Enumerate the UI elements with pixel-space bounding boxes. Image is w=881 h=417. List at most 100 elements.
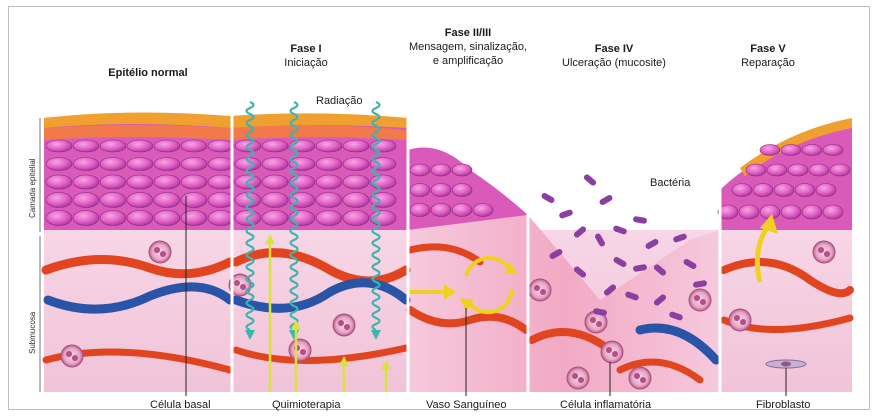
epithelial-cell xyxy=(753,184,773,197)
epithelial-cell xyxy=(410,204,430,217)
epithelial-cell xyxy=(781,145,801,156)
phase-subtitle: Reparação xyxy=(688,56,848,70)
inflammatory-cell xyxy=(689,289,711,311)
blood-vessel-label: Vaso Sanguíneo xyxy=(426,399,507,411)
epithelial-cell xyxy=(208,193,234,208)
epithelial-cell xyxy=(181,211,207,226)
epithelial-cell xyxy=(431,204,451,217)
epithelial-cell xyxy=(154,175,180,189)
epithelial-cell xyxy=(343,193,369,208)
epithelial-cell xyxy=(781,205,801,219)
epithelial-cell xyxy=(208,211,234,226)
epithelial-cell xyxy=(431,164,451,176)
epithelial-cell xyxy=(316,158,342,171)
epithelial-cell xyxy=(100,158,126,171)
epithelial-cell xyxy=(262,158,288,171)
chemotherapy-label: Quimioterapia xyxy=(272,399,340,411)
inflammatory-cell-label: Célula inflamatória xyxy=(560,399,651,411)
inflammatory-cell xyxy=(601,341,623,363)
basal-cell-label: Célula basal xyxy=(150,399,211,411)
epithelial-cell xyxy=(774,184,794,197)
epithelial-cell xyxy=(316,193,342,208)
epithelial-cell xyxy=(181,175,207,189)
epithelial-cell xyxy=(46,193,72,208)
phase-header-normal: Epitélio normal xyxy=(68,66,228,80)
inflammatory-cell xyxy=(149,241,171,263)
phase-header-2-3: Fase II/III Mensagem, sinalização, e amp… xyxy=(388,26,548,68)
phase-subtitle: Iniciação xyxy=(226,56,386,70)
bacterium xyxy=(598,194,613,206)
epithelial-cell xyxy=(181,158,207,171)
epithelial-cell xyxy=(262,211,288,226)
epithelial-cell xyxy=(73,211,99,226)
epithelial-cell xyxy=(127,193,153,208)
epithelial-cell xyxy=(181,193,207,208)
epithelial-cell xyxy=(289,211,315,226)
inflammatory-cell xyxy=(567,367,589,389)
epithelial-cell xyxy=(452,184,472,197)
epithelial-cell xyxy=(46,140,72,152)
phase-subtitle-2: e amplificação xyxy=(388,54,548,68)
epithelial-cell xyxy=(208,158,234,171)
epithelial-cell xyxy=(343,140,369,152)
epithelial-cell xyxy=(410,164,430,176)
epithelial-layer-side-label: Camada epitelial xyxy=(28,158,37,218)
epithelial-cell xyxy=(452,164,472,176)
phase-subtitle: Mensagem, sinalização, xyxy=(388,40,548,54)
epithelial-cell xyxy=(767,164,787,176)
bacterium xyxy=(633,216,648,224)
phase-title: Fase II/III xyxy=(388,26,548,40)
inflammatory-cell xyxy=(333,314,355,336)
radiation-label: Radiação xyxy=(316,95,362,107)
epithelial-cell xyxy=(316,175,342,189)
bacteria-label: Bactéria xyxy=(650,177,690,189)
epithelial-cell xyxy=(760,145,780,156)
epithelial-cell xyxy=(73,193,99,208)
epithelial-cell xyxy=(431,184,451,197)
inflammatory-cell xyxy=(629,367,651,389)
inflammatory-cell xyxy=(729,309,751,331)
phase-title: Fase IV xyxy=(534,42,694,56)
epithelial-cell xyxy=(410,184,430,197)
epithelial-cell xyxy=(732,184,752,197)
inflammatory-cell xyxy=(529,279,551,301)
inflammatory-cell xyxy=(289,339,311,361)
epithelial-cell xyxy=(795,184,815,197)
phase-header-5: Fase V Reparação xyxy=(688,42,848,70)
phase-subtitle: Ulceração (mucosite) xyxy=(534,56,694,70)
epithelial-cell xyxy=(316,211,342,226)
epithelial-cell xyxy=(127,158,153,171)
epithelial-cell xyxy=(452,204,472,217)
epithelial-cell xyxy=(343,158,369,171)
epithelial-cell xyxy=(73,140,99,152)
inflammatory-cell xyxy=(813,241,835,263)
epithelial-cell xyxy=(823,205,843,219)
phase-title: Fase I xyxy=(226,42,386,56)
epithelial-cell xyxy=(343,175,369,189)
epithelial-cell xyxy=(809,164,829,176)
epithelial-cell xyxy=(739,205,759,219)
epithelial-cell xyxy=(830,164,850,176)
bacterium xyxy=(540,192,555,204)
epithelial-cell xyxy=(823,145,843,156)
epithelial-cell xyxy=(473,204,493,217)
epithelial-cell xyxy=(802,145,822,156)
epithelial-cell xyxy=(816,184,836,197)
epithelial-cell xyxy=(127,140,153,152)
epithelial-cell xyxy=(181,140,207,152)
epithelial-cell xyxy=(208,175,234,189)
epithelial-cell xyxy=(46,158,72,171)
bacterium xyxy=(583,173,598,187)
phase-header-4: Fase IV Ulceração (mucosite) xyxy=(534,42,694,70)
phase-title: Epitélio normal xyxy=(68,66,228,80)
epithelial-cell xyxy=(262,140,288,152)
submucosa-side-label: Submucosa xyxy=(28,312,37,354)
epithelial-cell xyxy=(154,193,180,208)
epithelial-cell xyxy=(73,158,99,171)
epithelial-cell xyxy=(343,211,369,226)
phase-header-1: Fase I Iniciação xyxy=(226,42,386,70)
epithelial-cell xyxy=(262,193,288,208)
epithelial-cell xyxy=(208,140,234,152)
epithelial-cell xyxy=(289,175,315,189)
epithelial-cell xyxy=(802,205,822,219)
